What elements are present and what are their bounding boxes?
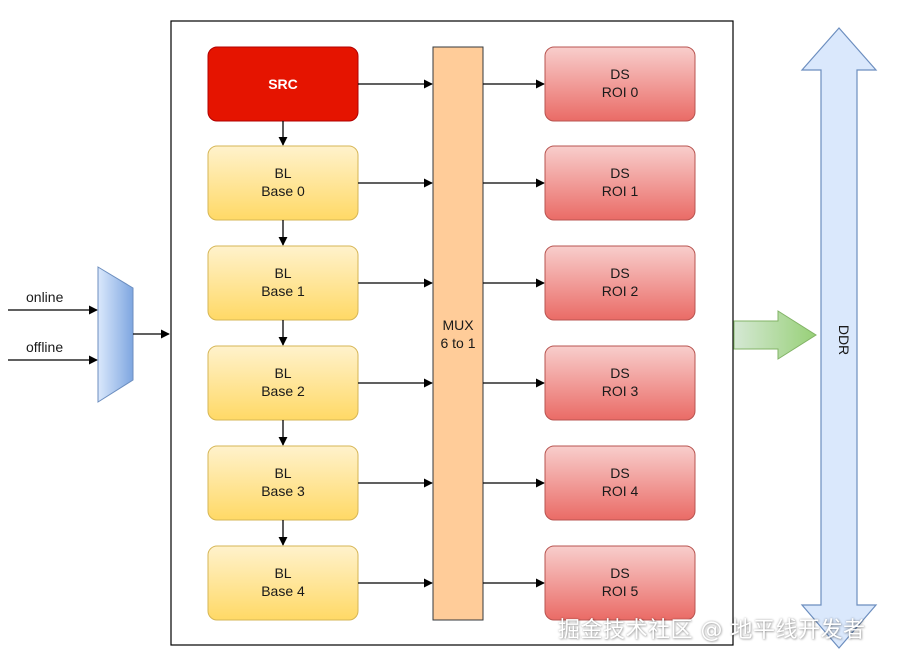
ds-block-2: DS ROI 2 [544, 245, 696, 321]
ddr-label: DDR [836, 325, 852, 355]
mux-subtitle: 6 to 1 [440, 335, 475, 351]
ds-block-1-title: DS [610, 165, 629, 181]
bl-block-4-subtitle: Base 4 [261, 583, 305, 599]
ds-block-3: DS ROI 3 [544, 345, 696, 421]
bl-block-3-title: BL [274, 465, 291, 481]
ddr-bus-arrow [800, 27, 878, 649]
ds-block-0-title: DS [610, 66, 629, 82]
mux-block [432, 46, 484, 621]
bl-block-0-title: BL [274, 165, 291, 181]
ds-block-5: DS ROI 5 [544, 545, 696, 621]
ds-block-5-subtitle: ROI 5 [602, 583, 639, 599]
offline-label: offline [26, 339, 63, 355]
bl-block-0-subtitle: Base 0 [261, 183, 305, 199]
ds-block-0: DS ROI 0 [544, 46, 696, 122]
online-label: online [26, 289, 64, 305]
ds-block-0-subtitle: ROI 0 [602, 84, 639, 100]
output-to-ddr-arrow [733, 310, 817, 360]
ds-block-4: DS ROI 4 [544, 445, 696, 521]
bl-block-1: BL Base 1 [207, 245, 359, 321]
mux-title: MUX [442, 317, 474, 333]
bl-block-2-subtitle: Base 2 [261, 383, 305, 399]
bl-block-2: BL Base 2 [207, 345, 359, 421]
ds-block-5-title: DS [610, 565, 629, 581]
input-mux-trapezoid [97, 266, 134, 403]
bl-block-4: BL Base 4 [207, 545, 359, 621]
bl-block-4-title: BL [274, 565, 291, 581]
ds-block-3-title: DS [610, 365, 629, 381]
ds-block-1-subtitle: ROI 1 [602, 183, 639, 199]
bl-block-2-title: BL [274, 365, 291, 381]
ds-block-4-title: DS [610, 465, 629, 481]
bl-block-1-subtitle: Base 1 [261, 283, 305, 299]
ds-block-2-subtitle: ROI 2 [602, 283, 639, 299]
bl-block-3-subtitle: Base 3 [261, 483, 305, 499]
ds-block-3-subtitle: ROI 3 [602, 383, 639, 399]
bl-block-1-title: BL [274, 265, 291, 281]
bl-block-0: BL Base 0 [207, 145, 359, 221]
ds-block-4-subtitle: ROI 4 [602, 483, 639, 499]
bl-block-3: BL Base 3 [207, 445, 359, 521]
ds-block-2-title: DS [610, 265, 629, 281]
src-label: SRC [268, 76, 298, 92]
watermark: 掘金技术社区 @ 地平线开发者 [558, 618, 866, 643]
ds-block-1: DS ROI 1 [544, 145, 696, 221]
